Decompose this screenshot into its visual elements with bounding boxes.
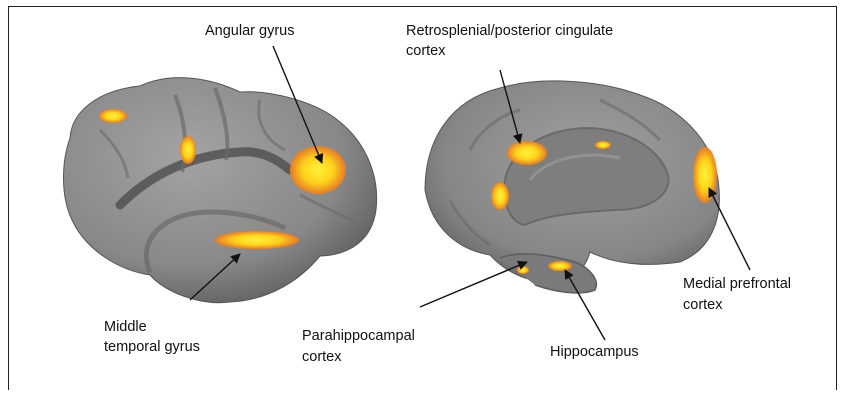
medial-prefrontal-arrow <box>709 188 750 270</box>
medial-prefrontal-label-line2: cortex <box>683 296 723 315</box>
retrosplenial-label-line2: cortex <box>406 42 446 61</box>
retrosplenial-activation <box>507 141 547 165</box>
parahippocampal-label-line1: Parahippocampal <box>302 327 415 346</box>
hippocampus-label: Hippocampus <box>550 343 639 362</box>
parahippocampal-label-line2: cortex <box>302 348 342 367</box>
cingulate-activation <box>595 141 611 149</box>
frontal-activation <box>180 136 196 164</box>
medial-brain-surface <box>425 81 719 293</box>
parahippocampal-activation <box>517 266 529 274</box>
posterior-medial-activation <box>491 182 509 210</box>
middle-temporal-label-line2: temporal gyrus <box>104 338 200 357</box>
hippocampus-activation <box>548 261 572 271</box>
parahippocampal-arrow <box>420 262 527 307</box>
middle-temporal-label-line1: Middle <box>104 318 147 337</box>
medial-prefrontal-activation <box>693 147 717 203</box>
retrosplenial-label-line1: Retrosplenial/posterior cingulate <box>406 22 613 41</box>
middle-temporal-activation <box>215 231 299 249</box>
angular-gyrus-label: Angular gyrus <box>205 22 294 41</box>
superior-frontal-activation <box>99 109 127 123</box>
medial-prefrontal-label-line1: Medial prefrontal <box>683 275 791 294</box>
